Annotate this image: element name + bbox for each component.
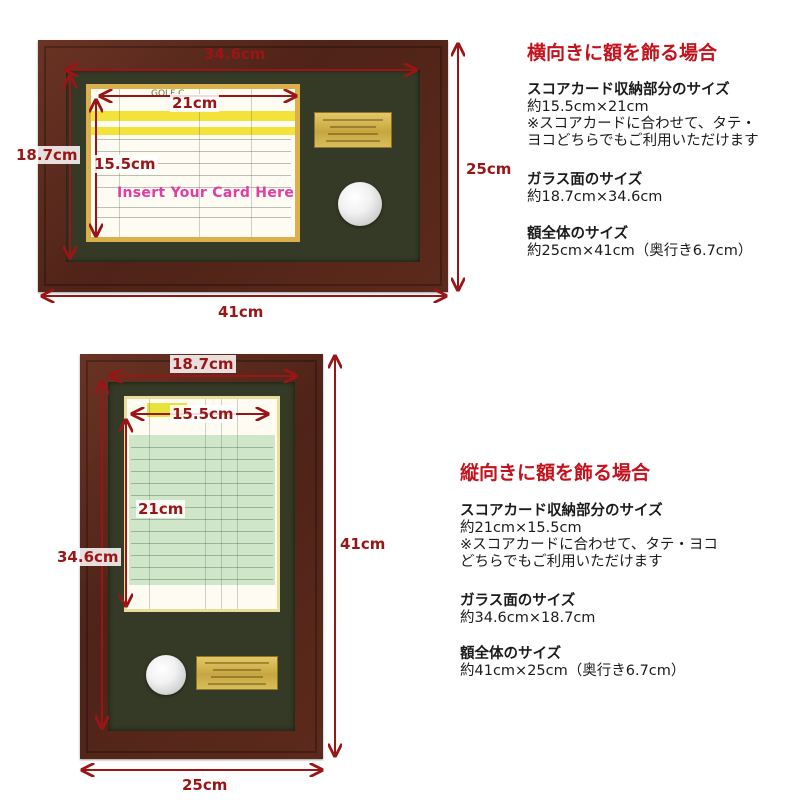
- section-line: ※スコアカードに合わせて、タテ・: [527, 116, 756, 132]
- portrait-glass-height-label: 34.6cm: [55, 548, 121, 566]
- section-heading: ガラス面のサイズ: [527, 172, 643, 188]
- section-line: ※スコアカードに合わせて、タテ・ヨコ: [460, 537, 718, 553]
- portrait-total-height-label: 41cm: [340, 535, 386, 553]
- landscape-glass-height-label: 18.7cm: [14, 146, 80, 164]
- section-heading: 額全体のサイズ: [460, 646, 562, 662]
- portrait-card-height-label: 21cm: [136, 500, 186, 518]
- landscape-name-plate: [314, 112, 392, 148]
- section-line: 約25cm×41cm（奥行き6.7cm）: [527, 243, 753, 259]
- landscape-card-width-label: 21cm: [170, 94, 220, 112]
- section-line: 約34.6cm×18.7cm: [460, 610, 596, 626]
- section-line: ヨコどちらでもご利用いただけます: [527, 133, 759, 149]
- landscape-title: 横向きに額を飾る場合: [527, 42, 718, 64]
- portrait-total-width-label: 25cm: [182, 776, 228, 794]
- portrait-scorecard: [124, 396, 280, 612]
- insert-card-placeholder: Insert Your Card Here: [117, 185, 295, 201]
- landscape-card-size-section: スコアカード収納部分のサイズ 約15.5cm×21cm ※スコアカードに合わせて…: [527, 82, 759, 150]
- portrait-name-plate: [196, 656, 278, 690]
- portrait-glass-width-label: 18.7cm: [170, 355, 236, 373]
- section-line: 約21cm×15.5cm: [460, 520, 582, 536]
- section-line: 約18.7cm×34.6cm: [527, 189, 663, 205]
- portrait-glass-size-section: ガラス面のサイズ 約34.6cm×18.7cm: [460, 593, 595, 627]
- landscape-total-height-label: 25cm: [466, 160, 512, 178]
- portrait-card-size-section: スコアカード収納部分のサイズ 約21cm×15.5cm ※スコアカードに合わせて…: [460, 503, 718, 571]
- portrait-card-width-label: 15.5cm: [170, 405, 236, 423]
- landscape-total-width-label: 41cm: [218, 303, 264, 321]
- portrait-frame-size-section: 額全体のサイズ 約41cm×25cm（奥行き6.7cm）: [460, 646, 685, 680]
- section-heading: ガラス面のサイズ: [460, 593, 576, 609]
- section-line: 約15.5cm×21cm: [527, 99, 649, 115]
- section-heading: 額全体のサイズ: [527, 226, 629, 242]
- landscape-card-height-label: 15.5cm: [92, 155, 158, 173]
- portrait-title: 縦向きに額を飾る場合: [460, 462, 651, 484]
- section-line: 約41cm×25cm（奥行き6.7cm）: [460, 663, 686, 679]
- section-line: どちらでもご利用いただけます: [460, 554, 663, 570]
- landscape-glass-width-label: 34.6cm: [204, 45, 266, 63]
- portrait-golf-ball: [146, 655, 186, 695]
- landscape-glass-size-section: ガラス面のサイズ 約18.7cm×34.6cm: [527, 172, 662, 206]
- landscape-golf-ball: [338, 182, 382, 226]
- section-heading: スコアカード収納部分のサイズ: [527, 82, 730, 98]
- section-heading: スコアカード収納部分のサイズ: [460, 503, 663, 519]
- landscape-frame-size-section: 額全体のサイズ 約25cm×41cm（奥行き6.7cm）: [527, 226, 752, 260]
